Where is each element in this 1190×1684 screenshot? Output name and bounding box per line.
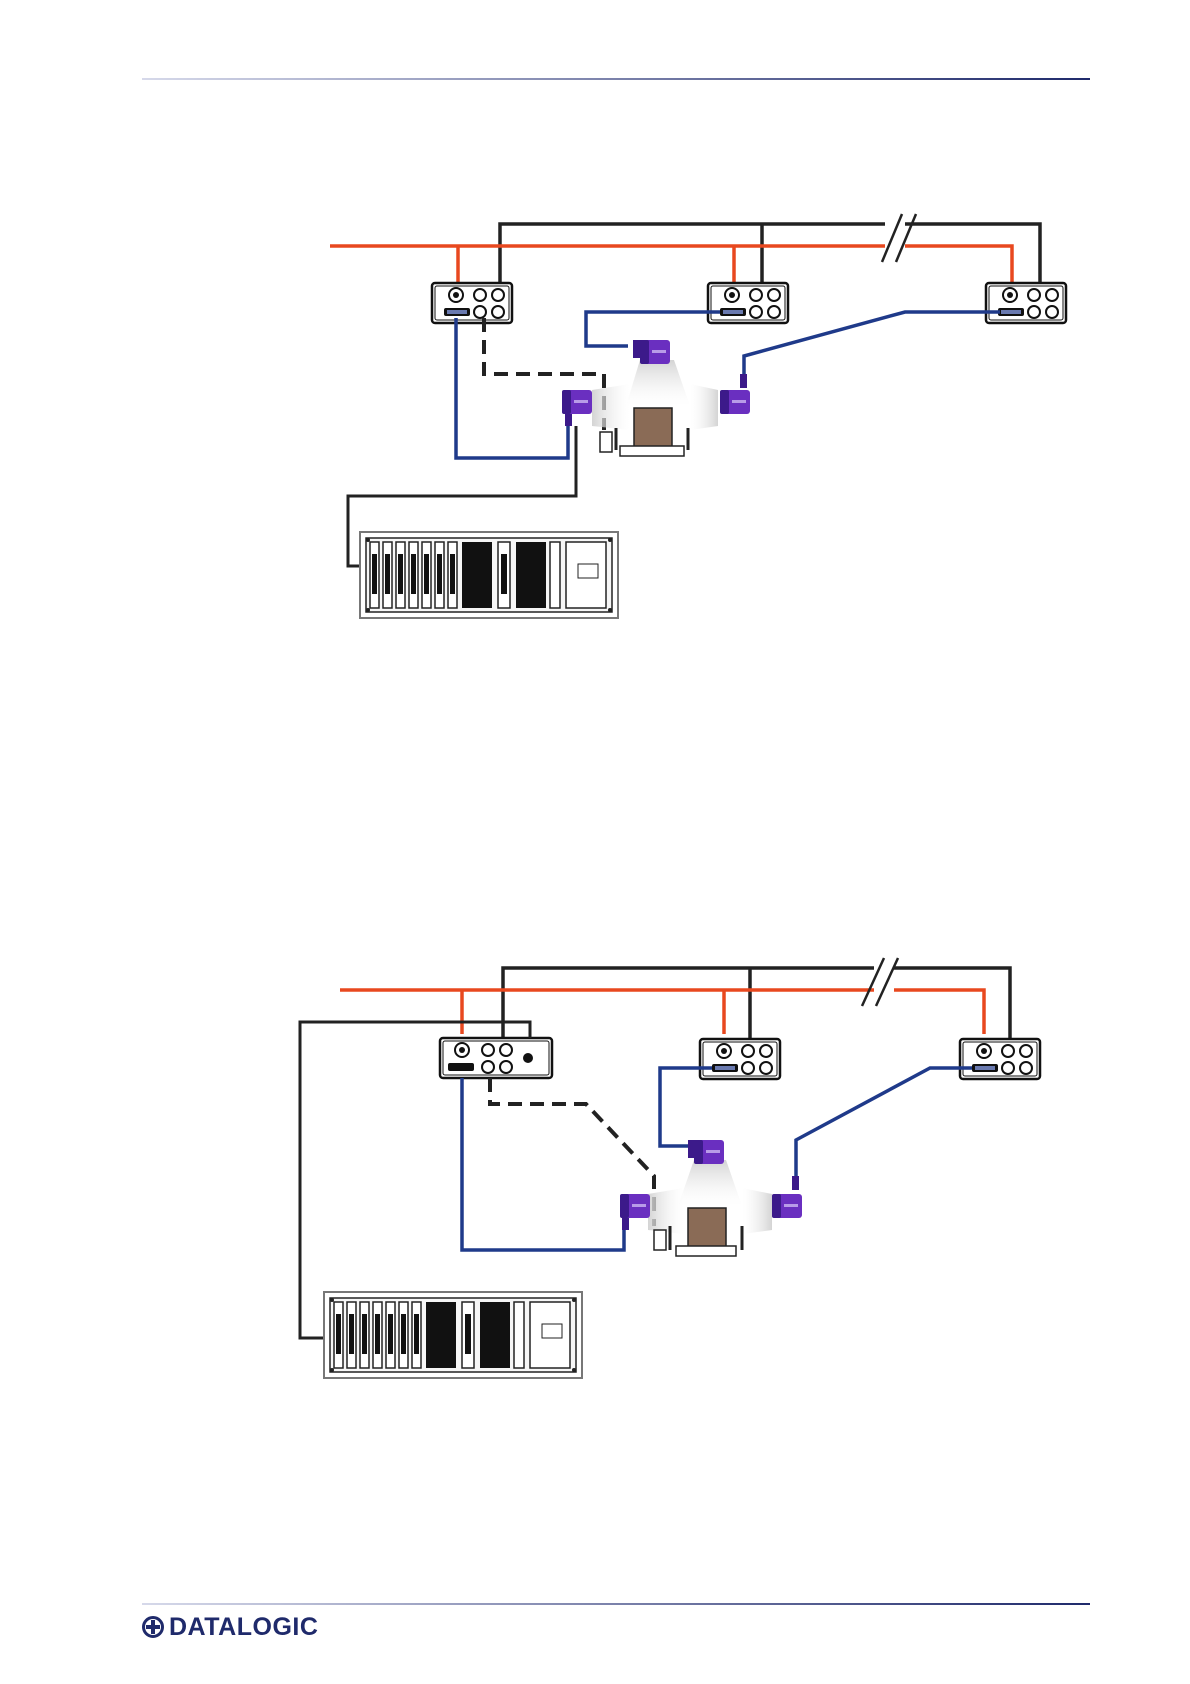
scanner-icon: [720, 390, 750, 414]
cbx-box-3: [960, 1039, 1040, 1079]
cbx-box-2: [708, 283, 788, 323]
plc-rack-icon: [324, 1292, 582, 1378]
cbx-box-3: [986, 283, 1066, 323]
scanner-icon: [640, 340, 670, 364]
scanner-icon: [562, 390, 592, 414]
scanner-icon: [694, 1140, 724, 1164]
cbx-box-master: [432, 283, 512, 323]
diagram-1: [330, 212, 1066, 618]
package-box: [688, 1208, 726, 1248]
package-box: [634, 408, 672, 448]
ethernet-line: [503, 968, 1010, 1044]
scanner-icon: [620, 1194, 650, 1218]
photocell-icon: [654, 1230, 666, 1250]
photocell-icon: [600, 432, 612, 452]
cbx-box-2: [700, 1039, 780, 1079]
datalogic-logo: DATALOGIC: [142, 1612, 318, 1642]
footer-rule: [142, 1603, 1090, 1605]
diagram-2: [300, 958, 1040, 1378]
cbx-box-master: [440, 1038, 552, 1078]
datalogic-logo-icon: [142, 1616, 164, 1638]
serial-line: [456, 318, 568, 458]
scanner-icon: [772, 1194, 802, 1218]
logo-text: DATALOGIC: [169, 1612, 318, 1642]
plc-rack-icon: [360, 532, 618, 618]
